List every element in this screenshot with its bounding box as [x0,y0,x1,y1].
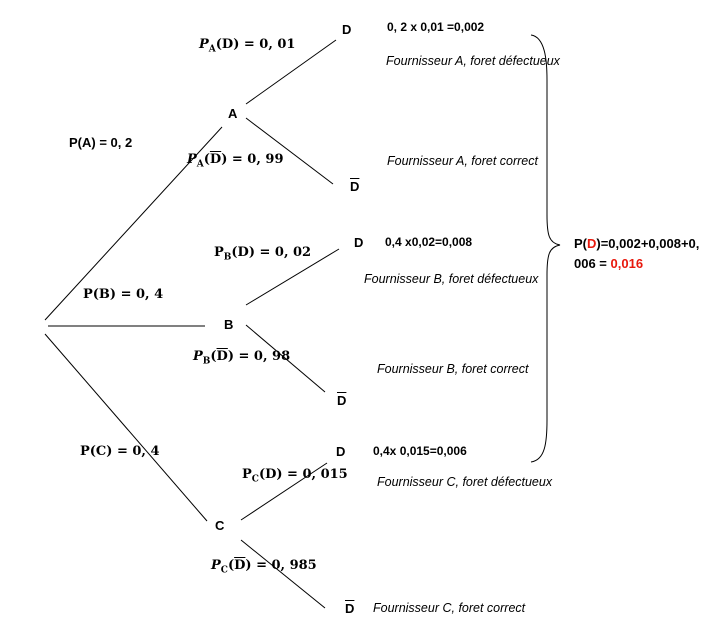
curly-brace [530,34,561,463]
prob-b-d: PB(D) = 0, 02 [214,245,312,263]
desc-b-correct: Fournisseur B, foret correct [377,362,529,376]
calc-c: 0,4x 0,015=0,006 [373,444,467,458]
total-line-2: 006 = 0,016 [574,256,644,271]
branch-root-c [44,333,208,522]
node-c-dbar: D [345,601,355,616]
calc-a: 0, 2 x 0,01 =0,002 [387,20,485,34]
node-a: A [228,106,238,121]
node-c-d: D [336,444,346,459]
prob-c: P(C) = 0, 4 [80,444,160,459]
total-value: 0,016 [610,256,644,271]
total-line-1: P(D)=0,002+0,008+0, [574,236,700,251]
node-b: B [224,317,234,332]
branch-c-dbar [240,539,326,609]
node-b-dbar: D [337,393,347,408]
desc-c-defective: Fournisseur C, foret défectueux [377,475,553,489]
desc-a-defective: Fournisseur A, foret défectueux [386,54,560,68]
branch-b-d [245,248,340,306]
branch-b-dbar [245,324,326,393]
branch-c-d [240,462,328,521]
prob-a-dbar: PA(D) = 0, 99 [187,152,284,170]
prob-b: P(B) = 0, 4 [83,287,164,302]
branch-root-a [44,126,223,321]
node-c: C [215,518,225,533]
prob-c-d: PC(D) = 0, 015 [242,467,348,485]
prob-b-dbar: PB(D) = 0, 98 [193,349,291,367]
branch-a-dbar [245,117,334,185]
desc-b-defective: Fournisseur B, foret défectueux [364,272,539,286]
total-probability: P(D)=0,002+0,008+0, 006 = 0,016 [574,234,699,274]
prob-a: P(A) = 0, 2 [69,135,133,150]
branch-a-d [245,39,337,105]
prob-a-d: PA(D) = 0, 01 [199,37,296,55]
total-event: D [587,236,597,251]
calc-b: 0,4 x0,02=0,008 [385,235,473,249]
prob-c-dbar: PC(D) = 0, 985 [211,558,317,576]
node-b-d: D [354,235,364,250]
desc-c-correct: Fournisseur C, foret correct [373,601,526,615]
desc-a-correct: Fournisseur A, foret correct [387,154,538,168]
node-a-d: D [342,22,352,37]
node-a-dbar: D [350,179,360,194]
